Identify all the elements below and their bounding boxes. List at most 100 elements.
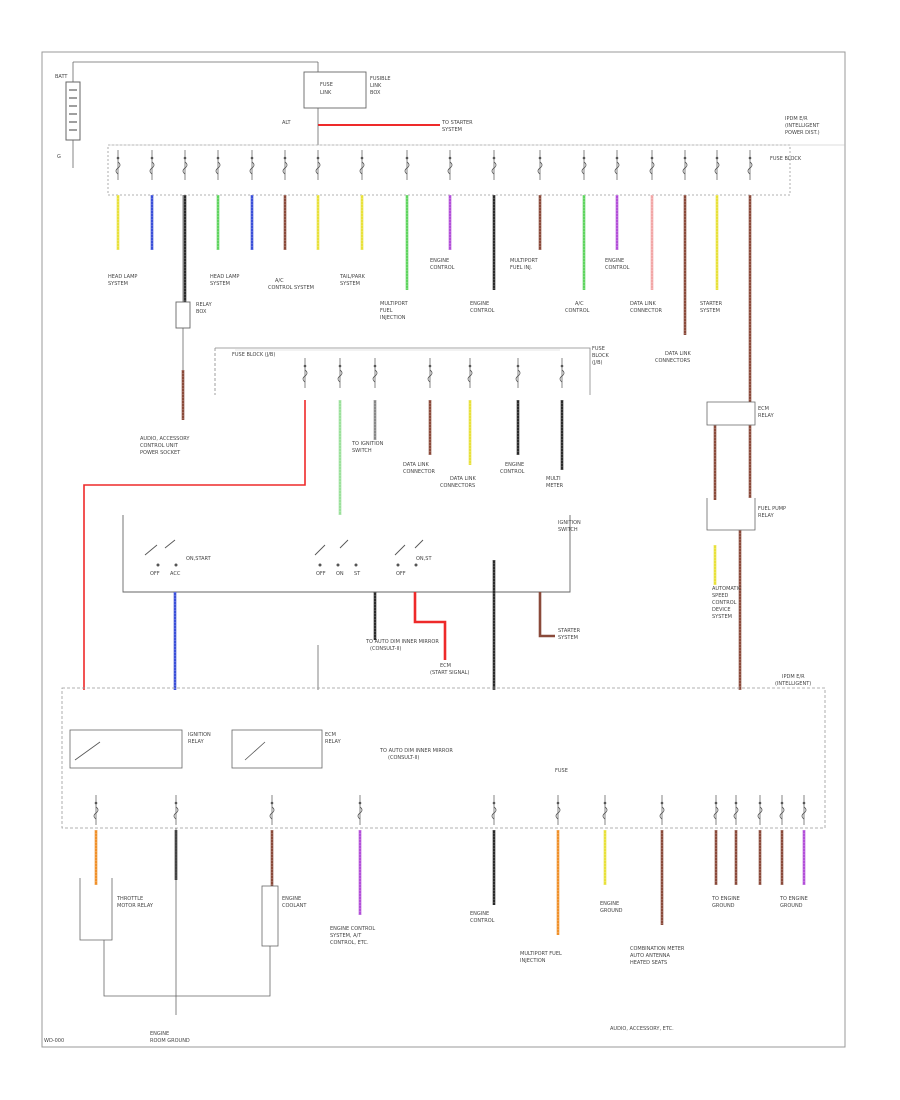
lower-fuse-1-element xyxy=(93,806,99,820)
svg-text:CONTROL SYSTEM: CONTROL SYSTEM xyxy=(268,285,314,291)
svg-text:SYSTEM: SYSTEM xyxy=(340,281,360,287)
svg-text:A/C: A/C xyxy=(575,301,584,307)
upper-fuse-row xyxy=(115,150,753,420)
svg-text:SYSTEM: SYSTEM xyxy=(108,281,128,287)
svg-text:CONTROL: CONTROL xyxy=(470,308,495,314)
svg-text:ENGINE: ENGINE xyxy=(282,896,301,902)
upper-fuse-12-element xyxy=(537,161,543,175)
svg-text:G: G xyxy=(57,154,61,160)
svg-text:TO IGNITION: TO IGNITION xyxy=(351,441,384,447)
svg-text:ON: ON xyxy=(336,571,344,577)
svg-text:RELAY: RELAY xyxy=(325,739,342,745)
svg-text:SYSTEM: SYSTEM xyxy=(700,308,720,314)
inner-fuse-5-element xyxy=(467,369,473,383)
svg-text:TO AUTO DIM INNER MIRROR: TO AUTO DIM INNER MIRROR xyxy=(379,748,453,754)
svg-text:(INTELLIGENT: (INTELLIGENT xyxy=(785,123,820,129)
svg-text:AUTO ANTENNA: AUTO ANTENNA xyxy=(630,953,671,959)
svg-text:MULTIPORT: MULTIPORT xyxy=(380,301,409,307)
svg-text:RELAY: RELAY xyxy=(758,413,775,419)
upper-fuse-8-element xyxy=(359,161,365,175)
upper-fuse-12-terminal xyxy=(538,156,542,160)
wire-starter-feed xyxy=(538,592,555,638)
svg-text:ON,ST: ON,ST xyxy=(416,556,432,562)
svg-text:FUEL INJ.: FUEL INJ. xyxy=(510,265,533,271)
inner-fuse-6-terminal xyxy=(516,364,520,368)
svg-text:CONNECTORS: CONNECTORS xyxy=(440,483,475,489)
svg-text:HEAD LAMP: HEAD LAMP xyxy=(210,274,239,280)
svg-text:CONTROL: CONTROL xyxy=(470,918,495,924)
svg-text:(J/B): (J/B) xyxy=(592,360,603,366)
upper-fuse-11-terminal xyxy=(492,156,496,160)
svg-text:GROUND: GROUND xyxy=(712,903,735,909)
svg-text:FUSE: FUSE xyxy=(320,82,333,88)
upper-fuse-5-element xyxy=(249,161,255,175)
svg-text:ON,START: ON,START xyxy=(186,556,212,562)
svg-text:(CONSULT-II): (CONSULT-II) xyxy=(388,755,419,761)
lower-fuse-9-terminal xyxy=(714,801,718,805)
wire-start-signal xyxy=(413,592,447,660)
upper-fuse-8-terminal xyxy=(360,156,364,160)
svg-text:DATA LINK: DATA LINK xyxy=(665,351,691,357)
svg-text:HEATED SEATS: HEATED SEATS xyxy=(630,960,667,966)
lower-fuse-10-terminal xyxy=(734,801,738,805)
inner-fuse-1-terminal xyxy=(303,364,307,368)
inner-fuse-4-terminal xyxy=(428,364,432,368)
svg-text:THROTTLE: THROTTLE xyxy=(116,896,143,902)
upper-fuse-14-terminal xyxy=(615,156,619,160)
page-frame xyxy=(41,51,846,1048)
svg-text:FUSE: FUSE xyxy=(592,346,605,352)
svg-text:(INTELLIGENT): (INTELLIGENT) xyxy=(775,681,811,687)
lower-fuse-11-element xyxy=(757,806,763,820)
lower-fuse-5-element xyxy=(491,806,497,820)
svg-text:OFF: OFF xyxy=(396,571,406,577)
lower-fuse-3-terminal xyxy=(270,801,274,805)
svg-text:GROUND: GROUND xyxy=(780,903,803,909)
svg-text:CONTROL: CONTROL xyxy=(500,469,525,475)
svg-text:FUEL PUMP: FUEL PUMP xyxy=(758,506,786,512)
svg-text:ENGINE: ENGINE xyxy=(150,1031,169,1037)
upper-fuse-6-terminal xyxy=(283,156,287,160)
lower-fuse-13-element xyxy=(801,806,807,820)
svg-text:SYSTEM, A/T: SYSTEM, A/T xyxy=(330,933,362,939)
svg-text:ENGINE: ENGINE xyxy=(505,462,524,468)
lower-fuse-4-element xyxy=(357,806,363,820)
lower-fuse-10-element xyxy=(733,806,739,820)
svg-text:TO ENGINE: TO ENGINE xyxy=(779,896,808,902)
svg-text:SYSTEM: SYSTEM xyxy=(210,281,230,287)
svg-text:BOX: BOX xyxy=(370,90,381,96)
svg-text:OFF: OFF xyxy=(150,571,160,577)
upper-fuse-17-terminal xyxy=(715,156,719,160)
svg-text:CONNECTORS: CONNECTORS xyxy=(655,358,690,364)
upper-fuse-16-element xyxy=(682,161,688,175)
svg-text:LINK: LINK xyxy=(370,83,382,89)
lower-fuse-4-terminal xyxy=(358,801,362,805)
upper-fuse-6-element xyxy=(282,161,288,175)
ignition-output-wires xyxy=(173,425,752,690)
svg-text:CONTROL UNIT: CONTROL UNIT xyxy=(140,443,179,449)
svg-text:COMBINATION METER: COMBINATION METER xyxy=(630,946,685,952)
svg-text:COOLANT: COOLANT xyxy=(282,903,307,909)
svg-text:DATA LINK: DATA LINK xyxy=(450,476,476,482)
svg-text:SWITCH: SWITCH xyxy=(352,448,372,454)
svg-text:ENGINE: ENGINE xyxy=(470,301,489,307)
svg-text:ST: ST xyxy=(354,571,361,577)
svg-text:RELAY: RELAY xyxy=(188,739,205,745)
inner-fuse-7-terminal xyxy=(560,364,564,368)
lower-fuse-9-element xyxy=(713,806,719,820)
upper-fuse-7-element xyxy=(315,161,321,175)
upper-fuse-14-element xyxy=(614,161,620,175)
upper-fuse-13-terminal xyxy=(582,156,586,160)
lower-fuse-11-terminal xyxy=(758,801,762,805)
svg-text:FUSE BLOCK (J/B): FUSE BLOCK (J/B) xyxy=(232,352,275,358)
svg-text:MULTIPORT: MULTIPORT xyxy=(510,258,539,264)
svg-text:POWER SOCKET: POWER SOCKET xyxy=(140,450,181,456)
svg-text:AUTOMATIC: AUTOMATIC xyxy=(712,586,742,592)
upper-fuse-4-terminal xyxy=(216,156,220,160)
svg-text:ACC: ACC xyxy=(170,571,181,577)
inner-fuse-block: FUSE BLOCK (J/B) FUSE BLOCK (J/B) xyxy=(214,346,609,395)
svg-text:FUSE BLOCK: FUSE BLOCK xyxy=(770,156,802,162)
upper-fuse-2-terminal xyxy=(150,156,154,160)
